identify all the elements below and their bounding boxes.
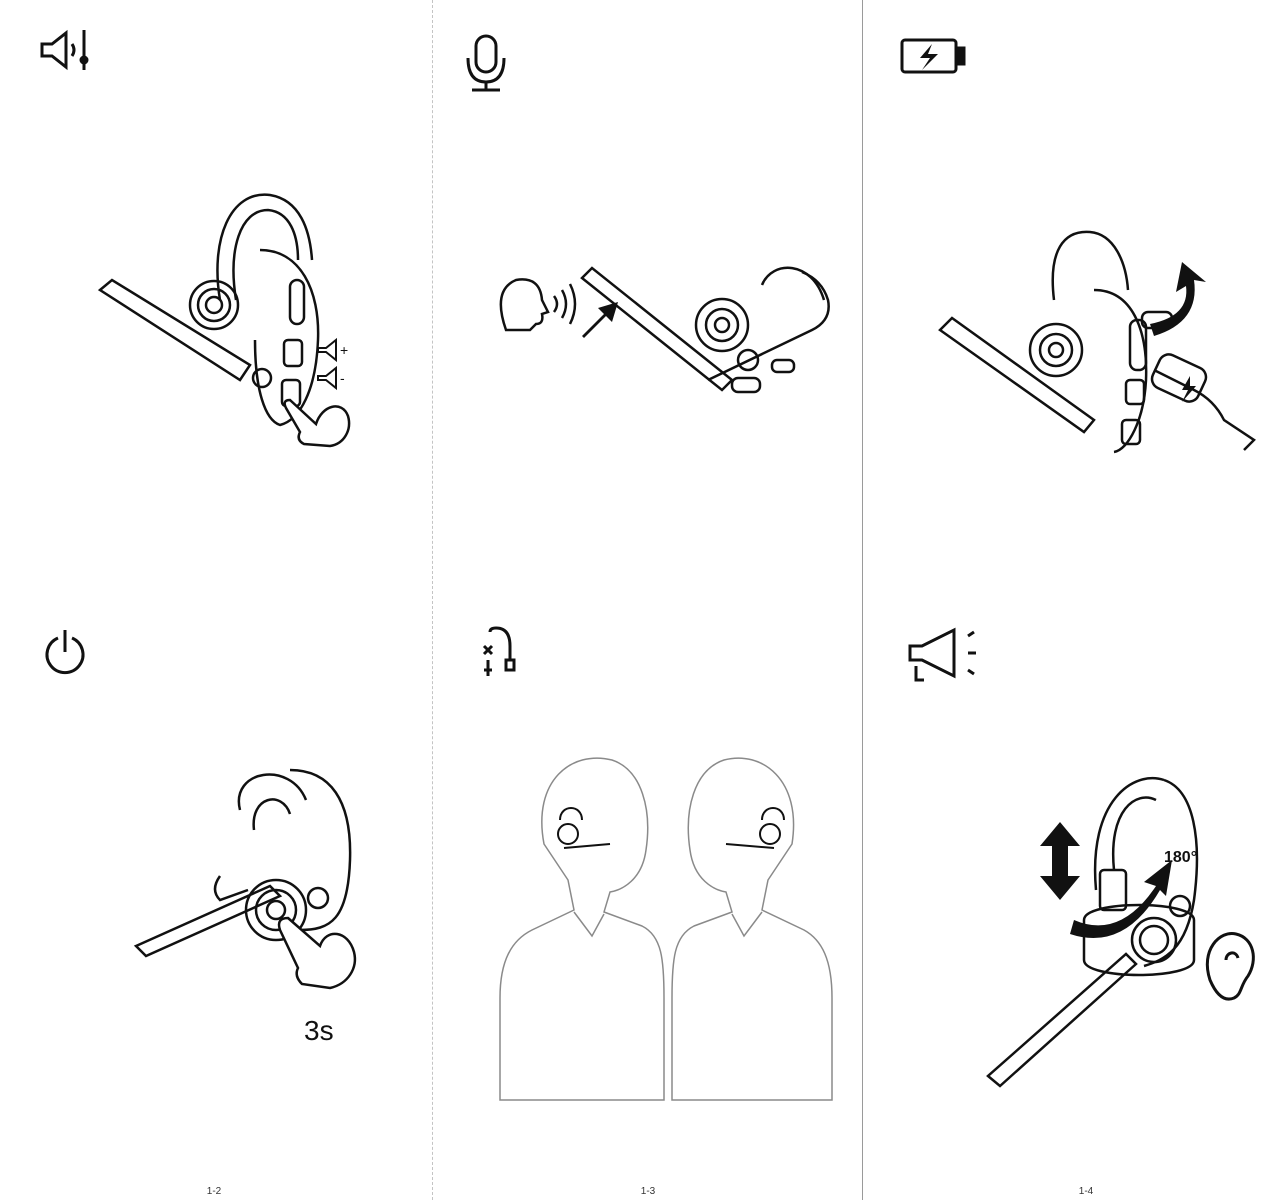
speaking-head-icon: [499, 278, 577, 332]
headset-on-left: [557, 807, 611, 849]
ear-icon: [1205, 932, 1255, 1001]
page-number-3: 1-4: [1078, 1186, 1094, 1197]
headset-illustration: [97, 193, 320, 427]
page-number-2: 1-3: [640, 1186, 656, 1197]
person-right-outline: [671, 757, 833, 1101]
panel-charge: [864, 0, 1280, 600]
panel-wear: [432, 600, 858, 1200]
volume-adjust-icon: [40, 29, 89, 71]
finger-press-icon: [277, 916, 357, 990]
headset-illustration: [986, 776, 1199, 1088]
volume-up-indicator: [317, 337, 337, 363]
person-left-outline: [499, 757, 665, 1101]
rotation-angle-label: 180°: [1164, 849, 1197, 866]
rotate-arrow-icon: [1150, 262, 1206, 336]
panel-power: 3s: [0, 600, 426, 1200]
panel-divider-dashed: [432, 0, 433, 1200]
hold-duration-label: 3s: [304, 1015, 334, 1046]
battery-charging-icon: [900, 38, 966, 74]
panel-rotate: 180°: [864, 600, 1280, 1200]
panel-divider-solid: [862, 0, 863, 1200]
volume-down-indicator: [317, 365, 337, 391]
headset-illustration: [938, 230, 1256, 454]
panel-volume: + -: [0, 0, 426, 600]
microphone-icon: [466, 34, 506, 92]
lightning-icon: [1182, 376, 1196, 402]
speaker-rotate-icon: [908, 627, 976, 682]
boom-swap-icon: [482, 626, 516, 676]
headset-on-right: [725, 807, 785, 849]
arrow-icon: [582, 302, 618, 338]
up-down-arrow-icon: [1040, 822, 1080, 900]
volume-minus-label: -: [340, 370, 345, 386]
volume-plus-label: +: [340, 342, 348, 358]
headset-illustration: [580, 266, 830, 394]
rotate-arrow-icon: [1070, 860, 1172, 939]
headset-illustration: [133, 768, 352, 958]
finger-press-icon: [283, 398, 351, 448]
page-number-1: 1-2: [206, 1186, 222, 1197]
panel-mute: [432, 0, 858, 600]
power-icon: [45, 630, 85, 675]
